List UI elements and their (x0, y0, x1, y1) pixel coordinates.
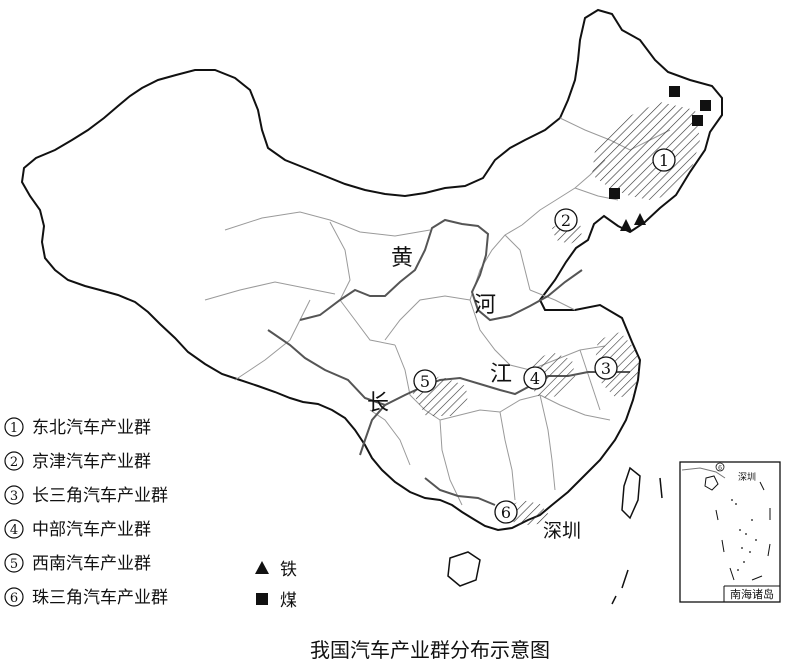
yangtze-river-west (359, 404, 386, 456)
legend-item-6: 6 珠三角汽车产业群 (4, 587, 168, 608)
hainan (447, 551, 481, 587)
river-label-yangtze: 长 (367, 391, 389, 416)
svg-text:2: 2 (561, 211, 571, 230)
svg-text:6: 6 (718, 465, 722, 472)
svg-text:2: 2 (10, 455, 18, 470)
svg-text:5: 5 (420, 372, 430, 391)
map-caption: 我国汽车产业群分布示意图 (310, 638, 550, 662)
cluster-marker-5: 5 (413, 369, 437, 393)
svg-text:5: 5 (10, 557, 18, 572)
resource-legend: 铁 煤 (255, 560, 297, 611)
legend-label-5: 西南汽车产业群 (32, 554, 151, 574)
cluster-marker-3: 3 (594, 356, 618, 380)
legend-coal-label: 煤 (280, 591, 297, 611)
legend-label-3: 长三角汽车产业群 (32, 486, 168, 506)
inset-label: 南海诸岛 (730, 587, 774, 601)
coal-legend-square-icon (256, 593, 268, 605)
legend-item-1: 1 东北汽车产业群 (4, 417, 151, 438)
cluster-regions (412, 102, 700, 526)
coal-square-icon (692, 115, 703, 126)
pearl-river (424, 477, 496, 506)
iron-markers (620, 213, 646, 231)
city-label-shenzhen: 深圳 (543, 520, 581, 542)
legend-item-5: 5 西南汽车产业群 (4, 553, 151, 574)
cluster-region-3 (595, 332, 640, 398)
yellow-river (299, 218, 583, 322)
iron-triangle-icon (620, 219, 632, 231)
river-label-yellow: 黄 (391, 246, 413, 271)
taiwan (621, 466, 641, 520)
cluster-region-1 (592, 102, 700, 200)
legend-item-4: 4 中部汽车产业群 (4, 519, 151, 540)
legend-item-3: 3 长三角汽车产业群 (4, 485, 168, 506)
svg-text:6: 6 (501, 503, 511, 522)
legend-label-1: 东北汽车产业群 (32, 418, 151, 438)
cluster-legend: 1 东北汽车产业群 2 京津汽车产业群 3 长三角汽车产业群 4 中部汽车产业群… (4, 417, 168, 608)
svg-text:3: 3 (10, 489, 18, 504)
svg-text:1: 1 (10, 421, 18, 436)
svg-text:1: 1 (659, 151, 669, 170)
south-china-sea-inset: 6 深圳 南海诸岛 (679, 461, 781, 603)
iron-legend-triangle-icon (255, 561, 269, 574)
cluster-marker-1: 1 (652, 148, 676, 172)
iron-triangle-icon (634, 213, 646, 225)
legend-label-2: 京津汽车产业群 (32, 452, 151, 472)
china-outline (20, 8, 723, 532)
cluster-marker-4: 4 (523, 366, 547, 390)
sea-border (611, 477, 663, 605)
legend-label-6: 珠三角汽车产业群 (32, 588, 168, 608)
legend-item-2: 2 京津汽车产业群 (4, 451, 151, 472)
coal-markers (609, 86, 711, 199)
cluster-markers: 1 2 3 4 5 6 (413, 148, 676, 524)
coal-square-icon (609, 188, 620, 199)
legend-iron-label: 铁 (280, 560, 297, 580)
cluster-marker-6: 6 (494, 500, 518, 524)
svg-text:4: 4 (530, 369, 540, 388)
svg-text:6: 6 (10, 591, 18, 606)
coal-square-icon (700, 100, 711, 111)
legend-label-4: 中部汽车产业群 (32, 520, 151, 540)
svg-text:4: 4 (10, 523, 18, 538)
river-label-yangtze-2: 江 (490, 362, 512, 387)
river-label-yellow-2: 河 (474, 293, 496, 318)
inset-city-label: 深圳 (738, 472, 756, 483)
cluster-marker-2: 2 (554, 208, 578, 232)
svg-text:3: 3 (601, 359, 611, 378)
coal-square-icon (669, 86, 680, 97)
